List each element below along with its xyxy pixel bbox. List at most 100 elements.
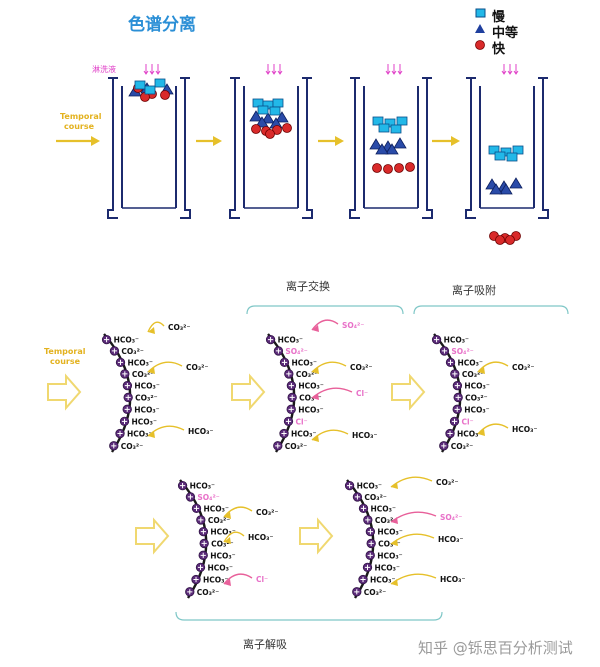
surface-ion-label: SO₄²⁻ xyxy=(197,493,219,502)
fast-particle xyxy=(160,90,170,100)
surface-ion-label: HCO₃⁻ xyxy=(210,551,235,560)
plus-icon xyxy=(454,383,460,389)
exchange-arrow-head xyxy=(478,367,485,374)
medium-particle xyxy=(385,143,399,155)
exchange-arrow-head xyxy=(391,579,398,586)
slow-particle xyxy=(488,145,500,155)
free-ion-label: SO₄²⁻ xyxy=(440,513,462,522)
medium-particle xyxy=(375,143,389,155)
free-ion-label: SO₄²⁻ xyxy=(342,321,364,330)
plus-icon xyxy=(281,359,288,365)
surface-ion-label: HCO₃⁻ xyxy=(457,430,482,439)
plus-icon xyxy=(197,564,204,570)
slow-particle xyxy=(144,85,156,95)
surface-ion-label: HCO₃⁻ xyxy=(464,382,489,391)
surface-ion-label: HCO₃⁻ xyxy=(204,504,229,513)
surface-ion-label: CO₃²⁻ xyxy=(121,442,143,451)
temporal-label-top-line1: Temporal xyxy=(60,112,102,121)
surface-ion-label: Cl⁻ xyxy=(296,417,308,426)
plus-icon xyxy=(111,348,118,354)
exchange-arrow-head xyxy=(391,539,398,546)
surface-ion-label: SO₄²⁻ xyxy=(451,347,473,356)
eluent-arrow xyxy=(143,64,149,75)
slow-particle xyxy=(272,98,284,108)
plus-icon xyxy=(124,383,130,389)
surface-ion-label: Cl⁻ xyxy=(462,417,474,426)
surface-ion-label: HCO₃⁻ xyxy=(132,417,157,426)
exchange-arrow-head xyxy=(148,327,155,334)
exchange-panel-3: HCO₃⁻ SO₄²⁻ HCO₃⁻ CO₃²⁻ HCO₃⁻ CO₃²⁻ HCO₃⁻ Cl⁻ HC… xyxy=(431,333,537,453)
eluent-arrow xyxy=(155,64,161,75)
surface-ion-label: HCO₃⁻ xyxy=(291,430,316,439)
surface-ion-label: HCO₃⁻ xyxy=(377,551,402,560)
surface-ion-label: HCO₃⁻ xyxy=(292,358,317,367)
plus-icon xyxy=(447,430,453,437)
surface-ion-label: HCO₃⁻ xyxy=(210,528,235,537)
free-ion-label: Cl⁻ xyxy=(356,389,368,398)
plus-icon xyxy=(367,529,373,535)
eluent-arrow xyxy=(265,64,271,75)
plus-icon xyxy=(117,359,124,365)
surface-ion-label: HCO₃⁻ xyxy=(464,405,489,414)
exchange-panel-1: HCO₃⁻CO₃²⁻HCO₃⁻CO₃²⁻HCO₃⁻CO₃²⁻HCO₃⁻HCO₃⁻… xyxy=(101,321,213,453)
plus-icon xyxy=(103,337,110,343)
exchange-arrow xyxy=(223,506,253,518)
surface-ion-label: HCO₃⁻ xyxy=(377,528,402,537)
surface-ion-label: CO₃²⁻ xyxy=(465,393,487,402)
eluent-arrow xyxy=(397,64,403,75)
plus-icon xyxy=(433,337,440,343)
surface-ion-label: CO₃²⁻ xyxy=(451,442,473,451)
legend-label-slow: 慢 xyxy=(492,10,506,25)
surface-ion-label: SO₄²⁻ xyxy=(285,347,307,356)
free-ion-label: HCO₃⁻ xyxy=(438,535,463,544)
medium-particle xyxy=(393,137,407,149)
watermark: 知乎 @铄思百分析测试 xyxy=(418,639,573,657)
surface-ion-label: CO₃²⁻ xyxy=(285,442,307,451)
plus-icon xyxy=(198,517,204,523)
plus-icon xyxy=(360,576,366,583)
plus-icon xyxy=(275,348,282,354)
slow-particle xyxy=(372,116,384,126)
temporal-arrow-top-head xyxy=(91,136,100,146)
plus-icon xyxy=(288,406,294,412)
exchange-bracket xyxy=(246,305,404,315)
free-ion-label: HCO₃⁻ xyxy=(188,427,213,436)
column-2 xyxy=(229,64,313,219)
plus-icon xyxy=(200,529,206,535)
plus-icon xyxy=(441,443,447,449)
stage-label-exchange: 离子交换 xyxy=(286,280,330,293)
eluent-label: 淋洗液 xyxy=(92,65,116,74)
fast-particle xyxy=(394,163,404,173)
surface-ion-label: CO₃²⁻ xyxy=(135,393,157,402)
exchange-arrow-head xyxy=(224,579,231,586)
plus-icon xyxy=(367,552,373,558)
surface-ion-label: HCO₃⁻ xyxy=(203,576,228,585)
column-right-wall xyxy=(538,77,549,219)
surface-ion-label: HCO₃⁻ xyxy=(371,504,396,513)
surface-ion-label: CO₃²⁻ xyxy=(299,393,321,402)
plus-icon xyxy=(201,540,207,547)
plus-icon xyxy=(121,418,128,424)
exchange-arrow xyxy=(147,321,165,333)
legend-label-medium: 中等 xyxy=(492,26,519,41)
free-ion-label: HCO₃⁻ xyxy=(512,425,537,434)
desorption-bracket xyxy=(175,611,443,621)
step-arrow-1-head xyxy=(213,136,222,146)
eluent-arrow xyxy=(385,64,391,75)
exchange-arrow xyxy=(223,531,245,543)
step-block-arrow-4 xyxy=(299,517,334,555)
medium-particle xyxy=(369,138,383,150)
eluent-arrow xyxy=(501,64,507,75)
fast-particle xyxy=(251,124,261,134)
surface-ion-label: HCO₃⁻ xyxy=(128,358,153,367)
free-ion-label: HCO₃⁻ xyxy=(352,431,377,440)
medium-particle xyxy=(261,112,275,124)
exchange-arrow xyxy=(477,361,509,373)
plus-icon xyxy=(346,483,353,489)
surface-ion-label: HCO₃⁻ xyxy=(134,382,159,391)
free-ion-label: HCO₃⁻ xyxy=(440,575,465,584)
plus-icon xyxy=(124,406,130,412)
surface-ion-label: HCO₃⁻ xyxy=(444,336,469,345)
surface-ion-label: HCO₃⁻ xyxy=(298,405,323,414)
